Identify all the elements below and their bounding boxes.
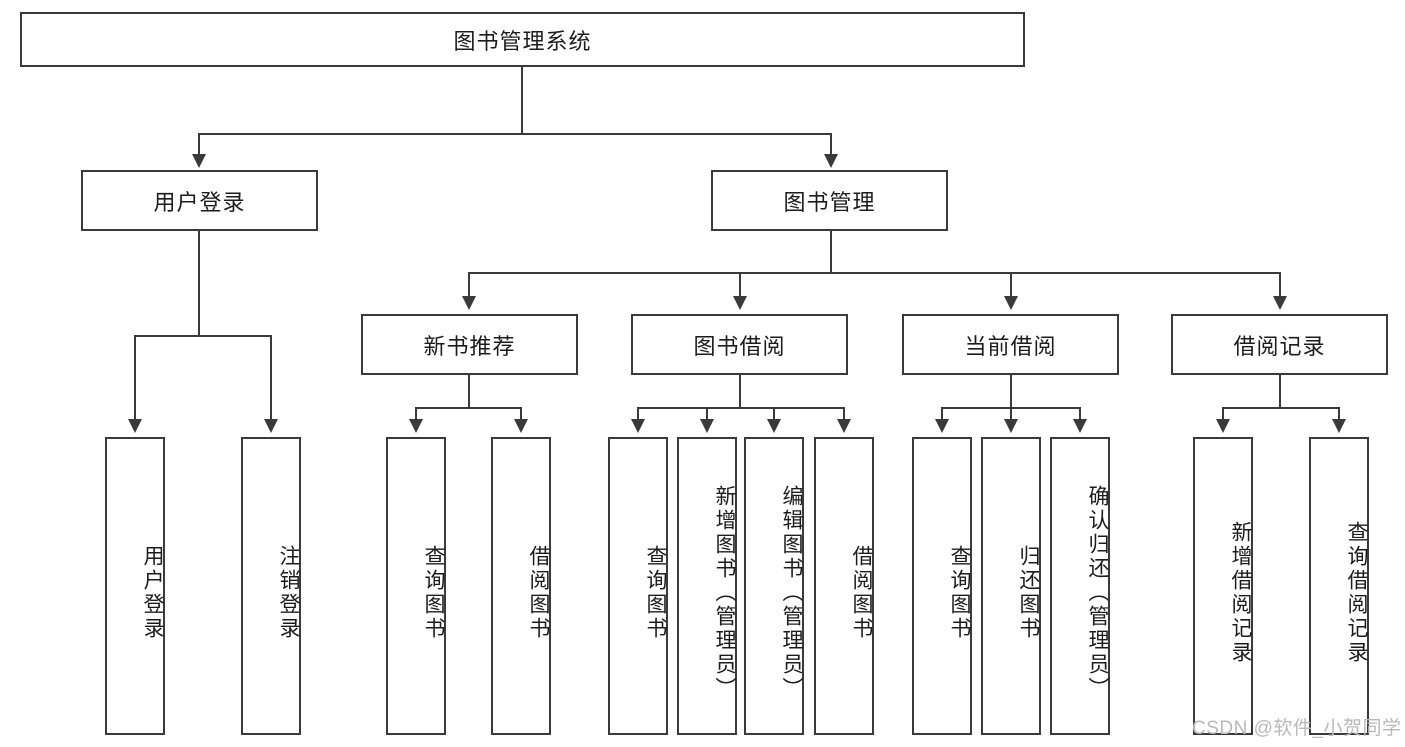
arrow-root-to-book-manage [824,154,838,168]
node-label: 查询图书 [644,545,667,641]
node-label: 归还图书 [1017,545,1040,641]
node-user-login[interactable]: 用户登录 [81,170,318,231]
edge-book-borrow-stem [739,375,741,408]
edge-current-borrow-drop-3 [1079,407,1081,421]
arrow-book-borrow-leaf-1 [631,419,645,433]
edge-user-login-stem [198,231,200,336]
leaf-borrow-book[interactable]: 借阅图书 [814,437,874,735]
edge-book-borrow-drop-2 [706,407,708,421]
edge-current-borrow-drop-2 [1010,407,1012,421]
arrow-borrow-record-leaf-2 [1332,419,1346,433]
leaf-query-borrow-record[interactable]: 查询借阅记录 [1309,437,1369,735]
node-book-borrow[interactable]: 图书借阅 [631,314,848,375]
node-label: 当前借阅 [964,333,1057,359]
arrow-book-borrow-leaf-3 [767,419,781,433]
edge-book-borrow-bus [637,407,845,409]
arrow-book-borrow-leaf-2 [700,419,714,433]
edge-book-manage-drop-2 [739,272,741,298]
leaf-query-book-current[interactable]: 查询图书 [912,437,972,735]
leaf-add-book-admin[interactable]: 新增图书（管理员） [677,437,737,735]
edge-book-borrow-drop-1 [637,407,639,421]
edge-book-manage-bus [468,272,1280,274]
edge-borrow-record-drop-2 [1338,407,1340,421]
node-label: 查询借阅记录 [1345,521,1368,665]
edge-book-manage-drop-3 [1010,272,1012,298]
node-label: 查询图书 [948,545,971,641]
node-label: 图书管理系统 [453,28,592,54]
edge-book-borrow-drop-4 [843,407,845,421]
edge-book-manage-stem [830,231,832,273]
edge-borrow-record-bus [1222,407,1340,409]
arrow-borrow-record-leaf-1 [1216,419,1230,433]
node-label: 注销登录 [277,545,300,641]
node-borrow-record[interactable]: 借阅记录 [1171,314,1388,375]
arrow-book-manage-child-2 [733,296,747,310]
node-label: 借阅图书 [527,545,550,641]
leaf-query-book-borrow[interactable]: 查询图书 [608,437,668,735]
leaf-logout[interactable]: 注销登录 [241,437,301,735]
edge-root-stem [521,67,523,134]
leaf-return-book[interactable]: 归还图书 [981,437,1041,735]
node-label: 新增图书（管理员） [713,485,736,701]
leaf-add-borrow-record[interactable]: 新增借阅记录 [1193,437,1253,735]
edge-new-book-bus [415,407,522,409]
arrow-user-login-leaf-2 [264,419,278,433]
edge-current-borrow-stem [1010,375,1012,408]
arrow-current-borrow-leaf-2 [1004,419,1018,433]
arrow-current-borrow-leaf-1 [935,419,949,433]
edge-new-book-stem [468,375,470,408]
node-label: 确认归还（管理员） [1086,485,1109,701]
node-book-management[interactable]: 图书管理 [711,170,948,231]
edge-root-bus [198,133,832,135]
arrow-book-borrow-leaf-4 [837,419,851,433]
edge-new-book-drop-2 [520,407,522,421]
node-new-book-recommend[interactable]: 新书推荐 [361,314,578,375]
node-current-borrow[interactable]: 当前借阅 [902,314,1119,375]
arrow-user-login-leaf-1 [128,419,142,433]
node-label: 借阅记录 [1233,333,1326,359]
csdn-watermark: CSDN @软件_小贺同学 [1192,718,1402,739]
edge-user-login-drop-1 [134,335,136,421]
node-label: 查询图书 [422,545,445,641]
node-root-system[interactable]: 图书管理系统 [20,12,1025,67]
node-label: 图书管理 [783,189,876,215]
edge-new-book-drop-1 [415,407,417,421]
edge-user-login-bus [134,335,270,337]
node-label: 新增借阅记录 [1229,521,1252,665]
edge-book-borrow-drop-3 [773,407,775,421]
edge-borrow-record-drop-1 [1222,407,1224,421]
edge-current-borrow-drop-1 [941,407,943,421]
edge-root-to-book-manage [830,133,832,156]
arrow-root-to-user-login [192,154,206,168]
node-label: 新书推荐 [423,333,516,359]
leaf-borrow-book-recommend[interactable]: 借阅图书 [491,437,551,735]
arrow-current-borrow-leaf-3 [1073,419,1087,433]
edge-user-login-drop-2 [270,335,272,421]
leaf-user-login[interactable]: 用户登录 [105,437,165,735]
node-label: 编辑图书（管理员） [780,485,803,701]
arrow-book-manage-child-3 [1004,296,1018,310]
edge-book-manage-drop-1 [468,272,470,298]
arrow-book-manage-child-1 [462,296,476,310]
edge-borrow-record-stem [1279,375,1281,408]
leaf-edit-book-admin[interactable]: 编辑图书（管理员） [744,437,804,735]
leaf-confirm-return-admin[interactable]: 确认归还（管理员） [1050,437,1110,735]
arrow-new-book-leaf-1 [409,419,423,433]
node-label: 图书借阅 [693,333,786,359]
node-label: 用户登录 [141,545,164,641]
node-label: 借阅图书 [850,545,873,641]
leaf-query-book-recommend[interactable]: 查询图书 [386,437,446,735]
node-label: 用户登录 [153,189,246,215]
arrow-book-manage-child-4 [1273,296,1287,310]
edge-book-manage-drop-4 [1279,272,1281,298]
arrow-new-book-leaf-2 [514,419,528,433]
edge-root-to-user-login [198,133,200,156]
